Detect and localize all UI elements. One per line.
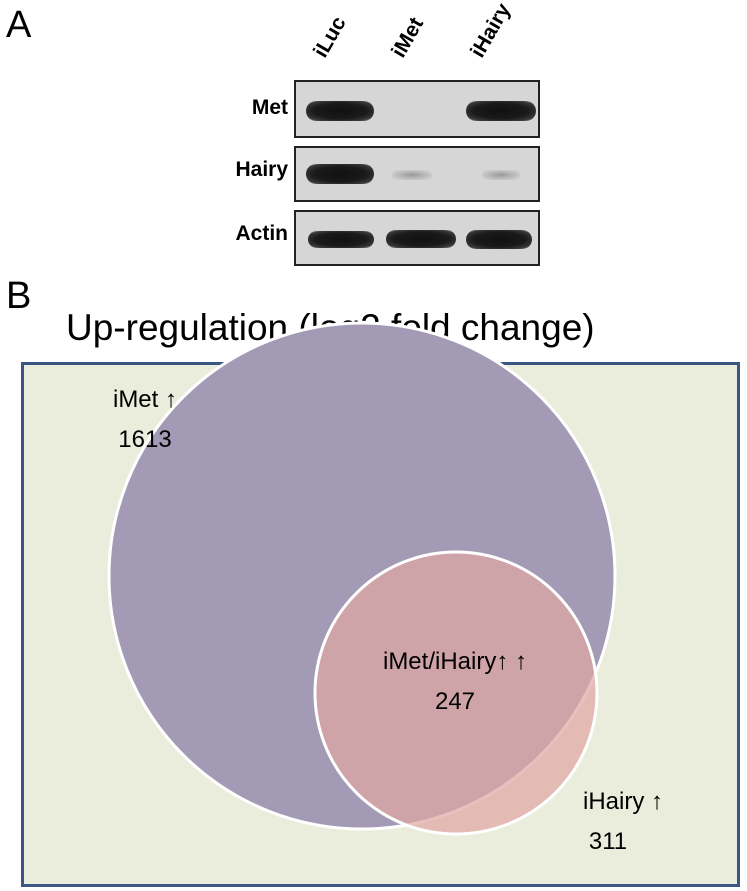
band-hairy-ihairy bbox=[482, 170, 520, 180]
overlap-count: 247 bbox=[434, 688, 476, 715]
panel-a-label: A bbox=[6, 4, 32, 46]
band-actin-ihairy bbox=[466, 230, 532, 249]
blot-hairy bbox=[294, 146, 540, 202]
imet-label: iMet ↑ bbox=[112, 386, 177, 413]
band-met-iluc bbox=[306, 101, 374, 121]
blot-met bbox=[294, 80, 540, 138]
band-actin-iluc bbox=[308, 231, 374, 248]
venn-circle-ihairy bbox=[313, 550, 599, 836]
band-met-ihairy bbox=[466, 101, 536, 121]
imet-count: 1613 bbox=[118, 426, 172, 453]
ihairy-label: iHairy ↑ bbox=[582, 788, 663, 815]
row-label-actin: Actin bbox=[235, 222, 289, 245]
row-label-hairy: Hairy bbox=[235, 158, 288, 181]
band-actin-imet bbox=[386, 230, 456, 248]
row-label-met: Met bbox=[251, 96, 288, 119]
panel-b-label: B bbox=[6, 275, 32, 317]
band-hairy-iluc bbox=[306, 164, 374, 184]
band-hairy-imet bbox=[392, 170, 432, 180]
blot-actin bbox=[294, 210, 540, 266]
ihairy-count: 311 bbox=[588, 828, 628, 855]
overlap-label: iMet/iHairy↑ ↑ bbox=[382, 648, 527, 675]
